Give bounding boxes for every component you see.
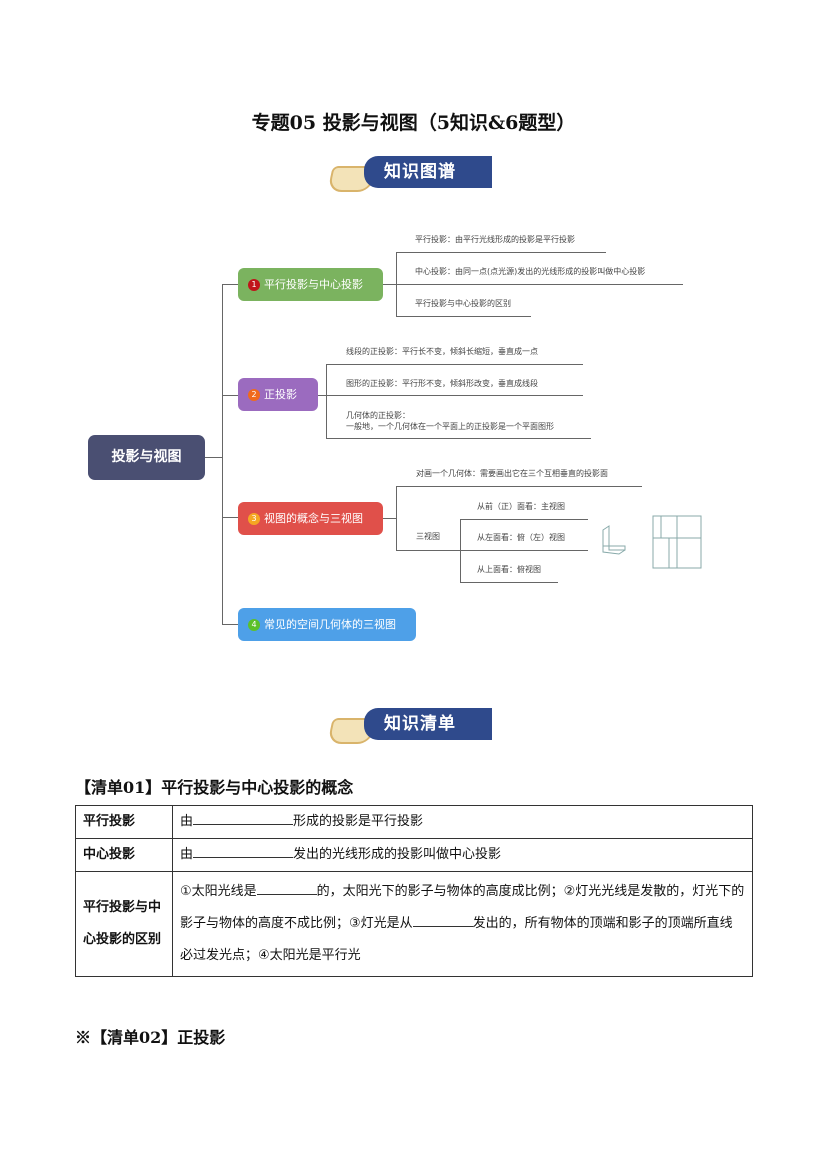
leaf: 从前（正）面看：主视图 — [477, 502, 565, 511]
leaf: 中心投影：由同一点(点光源)发出的光线形成的投影叫做中心投影 — [415, 267, 646, 276]
section-heading: 【清单01】平行投影与中心投影的概念 — [75, 778, 354, 797]
leaf: 平行投影：由平行光线形成的投影是平行投影 — [415, 235, 575, 244]
fill-blank[interactable] — [193, 844, 294, 858]
leaf: 从上面看：俯视图 — [477, 565, 541, 574]
leaf: 图形的正投影：平行形不变，倾斜形改变，垂直成线段 — [346, 379, 538, 388]
leaf: 平行投影与中心投影的区别 — [415, 299, 511, 308]
fill-blank[interactable] — [412, 913, 473, 927]
mindmap-root: 投影与视图 — [88, 435, 205, 480]
leaf: 三视图 — [416, 532, 440, 541]
leaf: 从左面看：俯（左）视图 — [477, 533, 565, 542]
table-row: 中心投影 由发出的光线形成的投影叫做中心投影 — [75, 838, 753, 872]
concept-table: 平行投影 由形成的投影是平行投影 中心投影 由发出的光线形成的投影叫做中心投影 … — [75, 805, 753, 977]
table-row: 平行投影 由形成的投影是平行投影 — [75, 805, 753, 839]
knowledge-map-banner: 知识图谱 — [327, 154, 495, 194]
leaf: 对画一个几何体：需要画出它在三个互相垂直的投影面 — [416, 469, 608, 478]
table-row: 平行投影与中心投影的区别 ①太阳光线是的，太阳光下的影子与物体的高度成比例；②灯… — [75, 871, 753, 977]
leaf: 线段的正投影：平行长不变，倾斜长缩短，垂直成一点 — [346, 347, 538, 356]
fill-blank[interactable] — [193, 811, 294, 825]
three-view-diagram-icon — [602, 515, 702, 569]
leaf: 一般地，一个几何体在一个平面上的正投影是一个平面图形 — [346, 422, 554, 431]
fill-blank[interactable] — [256, 881, 317, 895]
knowledge-list-banner: 知识清单 — [327, 706, 495, 746]
page-title: 专题05 投影与视图（5知识&6题型） — [251, 112, 576, 134]
section-heading: ※【清单02】正投影 — [75, 1028, 226, 1047]
leaf: 几何体的正投影： — [346, 411, 410, 420]
